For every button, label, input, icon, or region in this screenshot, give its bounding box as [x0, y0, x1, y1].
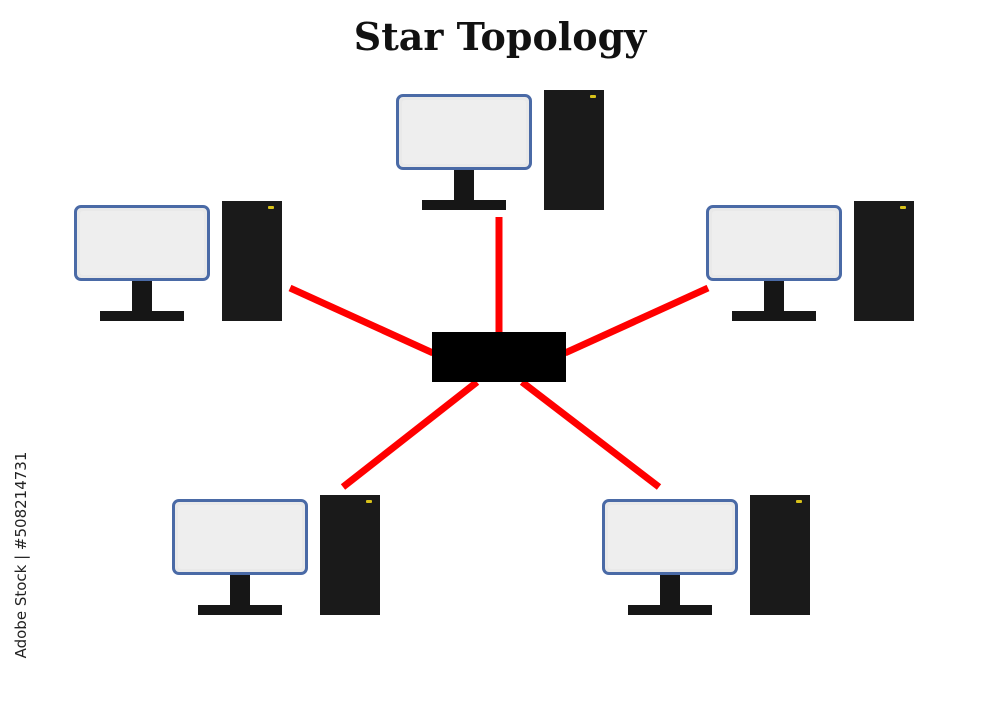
monitor-base	[198, 605, 282, 615]
power-led	[366, 500, 372, 503]
power-led	[796, 500, 802, 503]
tower-icon	[750, 495, 810, 615]
monitor-icon	[706, 205, 842, 281]
monitor-stand	[454, 170, 474, 202]
monitor-screen	[402, 100, 526, 164]
tower-icon	[854, 201, 914, 321]
power-led	[268, 206, 274, 209]
link-hub-left	[288, 284, 435, 357]
monitor-base	[628, 605, 712, 615]
network-hub	[432, 332, 566, 382]
watermark-text: Adobe Stock | #508214731	[12, 451, 30, 659]
tower-icon	[544, 90, 604, 210]
monitor-stand	[132, 281, 152, 313]
monitor-base	[732, 311, 816, 321]
monitor-stand	[764, 281, 784, 313]
tower-icon	[320, 495, 380, 615]
monitor-icon	[172, 499, 308, 575]
diagram-title: Star Topology	[353, 14, 647, 59]
monitor-base	[100, 311, 184, 321]
stock-watermark: Adobe Stock | #508214731	[6, 452, 36, 659]
monitor-screen	[80, 211, 204, 275]
monitor-stand	[660, 575, 680, 607]
monitor-icon	[74, 205, 210, 281]
monitor-icon	[602, 499, 738, 575]
power-led	[590, 95, 596, 98]
monitor-screen	[712, 211, 836, 275]
monitor-icon	[396, 94, 532, 170]
monitor-screen	[178, 505, 302, 569]
monitor-screen	[608, 505, 732, 569]
link-hub-bottom-right	[519, 379, 662, 490]
link-hub-bottom-left	[340, 379, 480, 490]
tower-icon	[222, 201, 282, 321]
power-led	[900, 206, 906, 209]
monitor-stand	[230, 575, 250, 607]
link-hub-right	[563, 284, 710, 357]
monitor-base	[422, 200, 506, 210]
